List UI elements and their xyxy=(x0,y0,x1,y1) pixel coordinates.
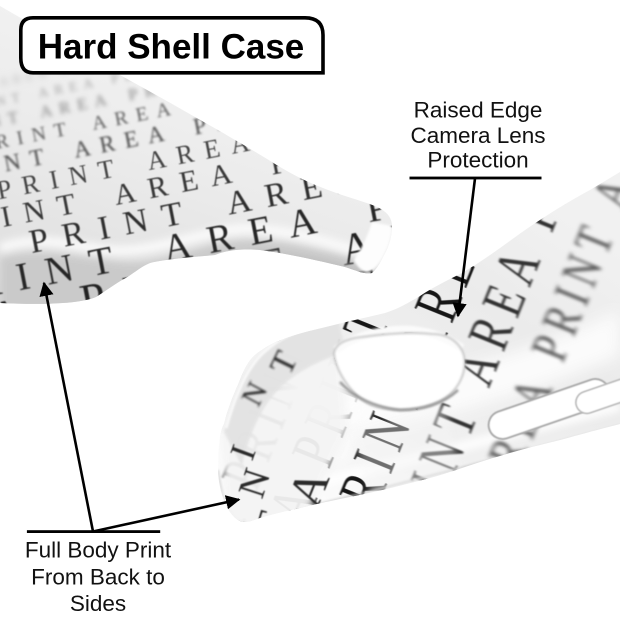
svg-text:AREA: AREA xyxy=(249,541,369,620)
svg-text:PRINT: PRINT xyxy=(500,0,587,32)
svg-text:AREA: AREA xyxy=(0,230,3,295)
svg-text:PRINT: PRINT xyxy=(597,57,620,118)
svg-text:AREA: AREA xyxy=(597,85,620,150)
svg-text:PRINT: PRINT xyxy=(444,44,562,90)
svg-text:AREA: AREA xyxy=(406,0,519,11)
svg-text:PRINT: PRINT xyxy=(418,0,490,28)
svg-text:AREA: AREA xyxy=(577,21,620,65)
svg-text:AREA: AREA xyxy=(573,0,620,68)
svg-text:AREA: AREA xyxy=(324,70,428,114)
svg-text:AREA: AREA xyxy=(326,0,425,67)
svg-text:PRINT: PRINT xyxy=(85,389,173,516)
svg-text:PRINT: PRINT xyxy=(324,1,385,26)
svg-text:PRINT: PRINT xyxy=(566,41,620,94)
svg-text:PRINT: PRINT xyxy=(314,33,401,68)
svg-text:PRINT: PRINT xyxy=(0,294,197,398)
svg-text:AREA: AREA xyxy=(0,285,45,372)
svg-text:AREA: AREA xyxy=(394,0,448,12)
svg-text:T: T xyxy=(245,507,295,543)
svg-text:AREA: AREA xyxy=(530,11,620,49)
svg-text:AREA: AREA xyxy=(412,16,489,49)
svg-text:PRINT: PRINT xyxy=(126,70,213,105)
svg-text:Sides: Sides xyxy=(70,591,126,616)
svg-text:PRINT: PRINT xyxy=(191,93,309,139)
svg-text:AREA: AREA xyxy=(525,0,620,25)
svg-text:Raised Edge: Raised Edge xyxy=(414,98,543,123)
svg-text:PRINT: PRINT xyxy=(280,97,413,150)
svg-text:Full Body Print: Full Body Print xyxy=(25,538,172,563)
svg-text:AREA: AREA xyxy=(344,16,407,43)
svg-text:AREA: AREA xyxy=(599,0,620,13)
svg-text:PRINT: PRINT xyxy=(194,74,296,115)
svg-text:Camera Lens: Camera Lens xyxy=(410,123,545,148)
svg-text:Protection: Protection xyxy=(427,148,528,173)
svg-text:From Back to: From Back to xyxy=(31,565,165,590)
svg-text:PRINT: PRINT xyxy=(414,31,516,72)
svg-text:AREA: AREA xyxy=(498,0,561,12)
svg-text:AREA: AREA xyxy=(582,73,620,217)
svg-text:AREA: AREA xyxy=(135,276,219,392)
svg-text:AREA: AREA xyxy=(310,558,425,620)
svg-text:Hard Shell Case: Hard Shell Case xyxy=(38,28,305,67)
svg-text:PRINT: PRINT xyxy=(267,121,420,182)
svg-text:PRINT: PRINT xyxy=(402,504,510,620)
